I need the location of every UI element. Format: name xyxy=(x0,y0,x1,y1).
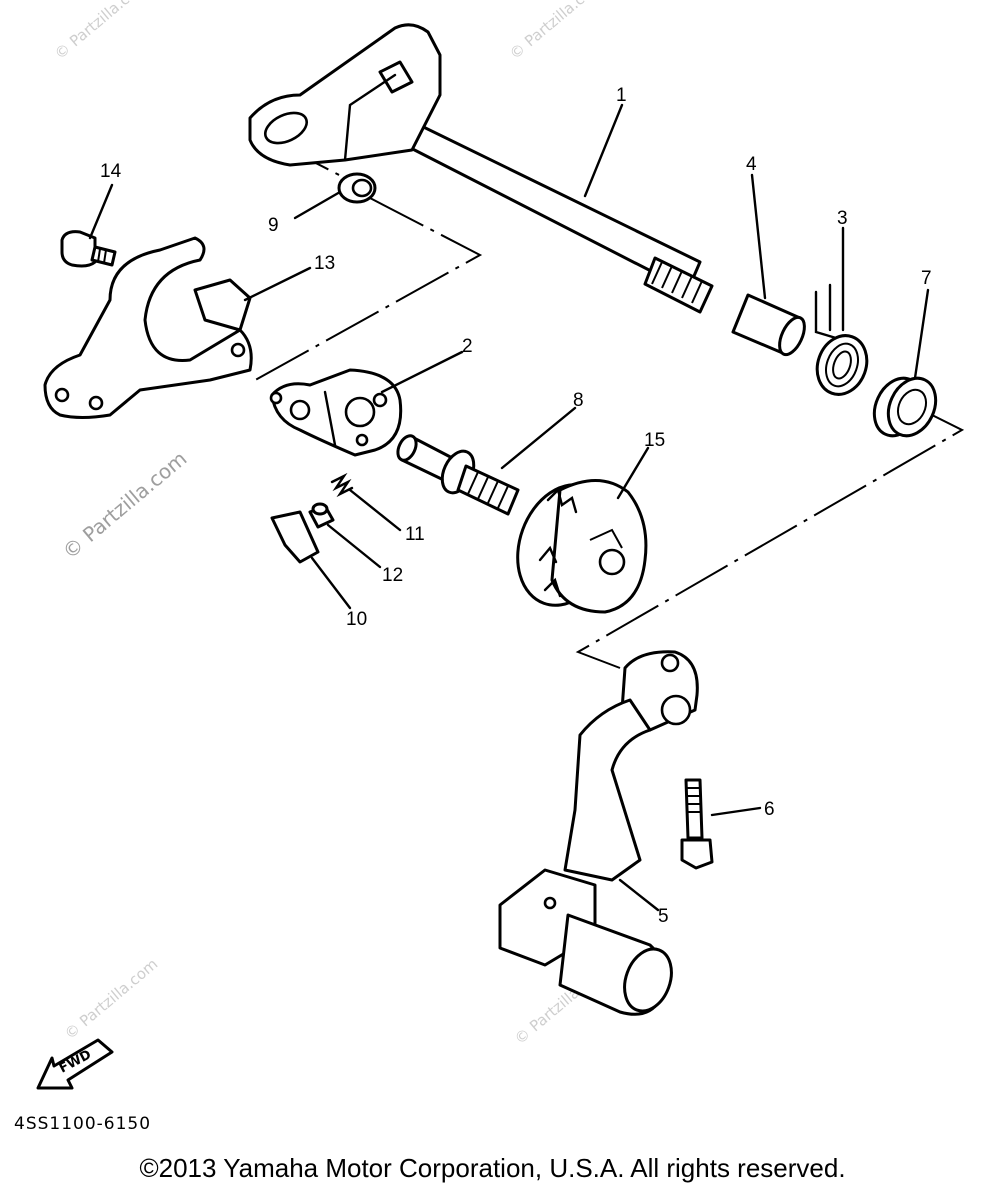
torsion-spring xyxy=(814,283,869,396)
plate-bolt xyxy=(60,230,117,268)
diagram-code: 4SS1100-6150 xyxy=(14,1114,152,1134)
spring-plate xyxy=(270,510,320,564)
callout-6: 6 xyxy=(764,799,775,820)
leader-lines xyxy=(88,103,930,912)
callout-3: 3 xyxy=(837,208,848,229)
watermark: © Partzilla.com xyxy=(61,955,161,1043)
callout-15: 15 xyxy=(644,430,665,451)
shift-lever-assembly xyxy=(269,368,403,457)
callout-14: 14 xyxy=(100,161,122,182)
pin xyxy=(308,502,335,529)
washer xyxy=(337,172,377,204)
stopper-bolt xyxy=(396,434,520,516)
segment xyxy=(516,479,648,614)
callout-13: 13 xyxy=(314,253,335,274)
callout-2: 2 xyxy=(462,336,473,357)
callout-10: 10 xyxy=(346,609,367,630)
oil-seal xyxy=(872,376,938,438)
callout-numbers: 1 2 3 4 5 6 7 8 9 10 11 12 13 14 15 xyxy=(100,85,932,927)
watermark: © Partzilla.com xyxy=(51,0,151,63)
callout-4: 4 xyxy=(746,154,757,175)
compression-spring xyxy=(330,472,354,498)
watermark: © Partzilla.com xyxy=(506,0,606,63)
copyright-notice: ©2013 Yamaha Motor Corporation, U.S.A. A… xyxy=(139,1153,846,1183)
callout-12: 12 xyxy=(382,565,403,586)
shift-pedal xyxy=(498,650,699,1016)
shift-shaft xyxy=(248,23,714,314)
watermark-main: © Partzilla.com xyxy=(58,446,192,564)
callout-9: 9 xyxy=(268,215,279,236)
stopper-plate xyxy=(43,236,253,419)
callout-5: 5 xyxy=(658,906,669,927)
callout-7: 7 xyxy=(921,268,932,289)
collar xyxy=(731,293,806,357)
pedal-bolt xyxy=(680,778,714,870)
callout-11: 11 xyxy=(405,524,425,545)
callout-1: 1 xyxy=(616,85,627,106)
fwd-arrow-icon: FWD xyxy=(36,1038,114,1090)
callout-8: 8 xyxy=(573,390,584,411)
